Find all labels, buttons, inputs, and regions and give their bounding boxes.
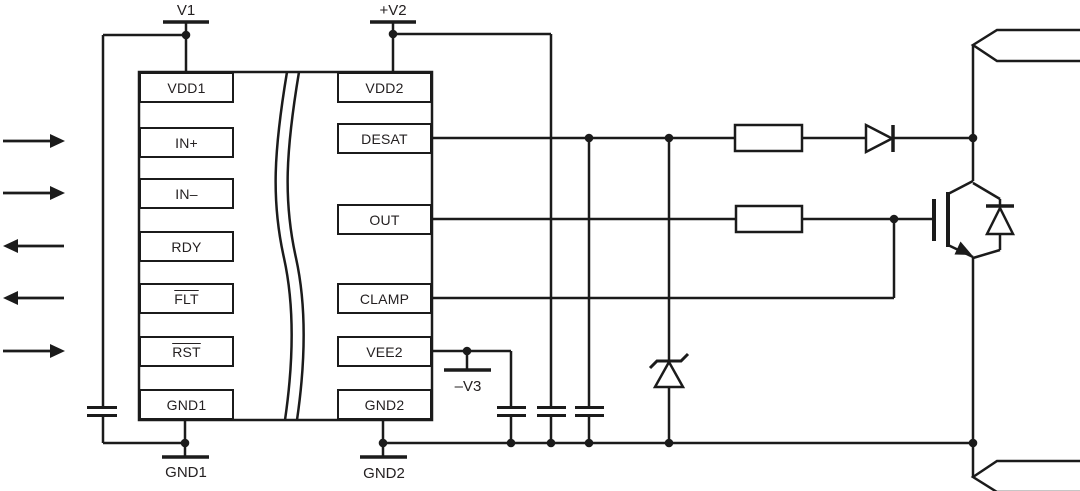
gate-resistor-icon (734, 204, 804, 234)
pin-vee2: VEE2 (337, 336, 432, 367)
v3-label: –V3 (454, 378, 482, 395)
pin-flt: FLT (139, 283, 234, 314)
gnd2-rail (360, 420, 407, 459)
dc-bus-positive-terminal-icon (970, 28, 1080, 63)
primary-supply-capacitor-icon (87, 406, 185, 445)
desat-resistor-icon (733, 123, 804, 153)
v1-label: V1 (176, 2, 196, 19)
pin-in-plus: IN+ (139, 127, 234, 158)
pin-label: FLT (174, 290, 199, 307)
pin-label: GND1 (166, 396, 207, 413)
v1-rail (101, 20, 209, 406)
gnd1-rail (162, 420, 209, 459)
pin-rdy: RDY (139, 231, 234, 262)
pin-label: GND2 (364, 396, 405, 413)
pin-label: IN– (175, 185, 198, 202)
gnd1-bottom-label: GND1 (165, 464, 207, 481)
pin-desat: DESAT (337, 123, 432, 154)
pin-label: RST (172, 343, 201, 360)
pin-label: DESAT (361, 130, 408, 147)
v2-label: +V2 (379, 2, 407, 19)
emitter-gnd2-bus (383, 438, 978, 448)
clamp-net (432, 219, 896, 300)
tvs-zener-diode-icon (648, 138, 690, 443)
pin-label: VDD2 (365, 79, 404, 96)
pin-in-minus: IN– (139, 178, 234, 209)
pin-clamp: CLAMP (337, 283, 432, 314)
pin-label: RDY (171, 238, 202, 255)
pin-vdd1: VDD1 (139, 72, 234, 103)
pin-label: VDD1 (167, 79, 206, 96)
arrow-flt-icon (3, 291, 64, 305)
dc-bus-negative-terminal-icon (970, 459, 1080, 491)
pin-label: VEE2 (366, 343, 403, 360)
arrow-rdy-icon (3, 239, 64, 253)
out-net (432, 214, 932, 224)
pin-label: IN+ (175, 134, 198, 151)
igbt-icon (932, 45, 975, 477)
pin-label: OUT (369, 211, 400, 228)
pin-label: CLAMP (359, 290, 410, 307)
pin-gnd2: GND2 (337, 389, 432, 420)
desat-net (432, 133, 978, 143)
vdd2-bypass-capacitor-icon (537, 406, 566, 443)
arrow-in-plus-icon (3, 134, 65, 148)
pin-rst: RST (139, 336, 234, 367)
pin-gnd1: GND1 (139, 389, 234, 420)
freewheeling-diode-icon (972, 181, 1016, 260)
pin-out: OUT (337, 204, 432, 235)
vee2-net (432, 346, 513, 406)
vee2-bypass-capacitor-icon (497, 406, 526, 443)
arrow-in-minus-icon (3, 186, 65, 200)
arrow-rst-icon (3, 344, 65, 358)
gnd2-bottom-label: GND2 (363, 465, 405, 482)
desat-blanking-capacitor-icon (575, 138, 604, 443)
signal-arrows (3, 134, 65, 358)
pin-vdd2: VDD2 (337, 72, 432, 103)
desat-diode-icon (864, 122, 895, 155)
